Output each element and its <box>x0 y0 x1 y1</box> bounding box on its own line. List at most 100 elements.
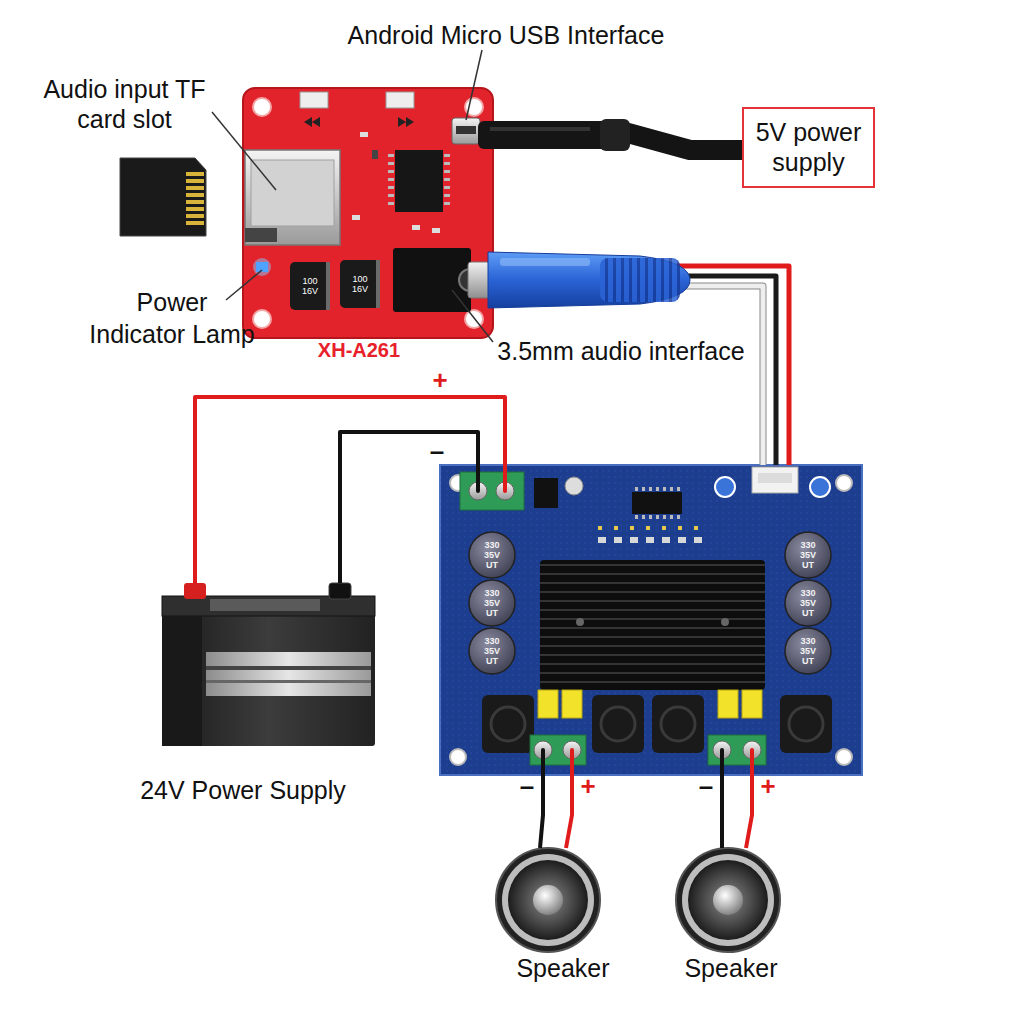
audio-plug-part <box>600 258 680 302</box>
amplifier-board-art-part <box>785 580 831 626</box>
usb-plug <box>478 119 630 151</box>
callout-label: Audio input TF card slot <box>32 74 217 134</box>
amplifier-board-art-part <box>785 532 831 578</box>
wire-connector <box>566 775 572 848</box>
wire-stub-part <box>476 465 480 491</box>
amplifier-board-art-part <box>836 749 852 765</box>
audio-player-board-art-part <box>376 260 380 308</box>
wire-polarity-label: + <box>573 771 603 801</box>
wire <box>746 775 752 848</box>
battery-art-part <box>206 666 371 670</box>
amplifier-board-art-part <box>601 707 635 741</box>
audio-player-board-art-part <box>253 258 271 276</box>
amplifier-board-art-part <box>715 477 735 497</box>
audio-player-board-art-part <box>290 262 330 310</box>
wire-stub-part <box>570 750 574 775</box>
wire <box>720 775 724 848</box>
wire <box>340 432 478 583</box>
signal-connector-part <box>752 467 798 493</box>
amplifier-board-art-part <box>708 735 766 765</box>
audio-player-board-art-part <box>388 154 394 210</box>
amplifier-board-art-part <box>469 580 515 626</box>
amplifier-board-art-part <box>742 690 762 718</box>
capacitor-marking: 100 16V <box>299 276 321 296</box>
callout-label: Android Micro USB Interface <box>330 20 682 50</box>
amplifier-board-art <box>440 465 862 775</box>
cable-wire <box>493 286 763 465</box>
wire <box>195 397 505 583</box>
amplifier-board-art-part <box>565 477 583 495</box>
amplifier-board-art-part <box>440 465 862 775</box>
amplifier-board-art-part <box>718 690 738 718</box>
audio-player-board-art-part <box>412 225 420 230</box>
audio-player-board-art-part <box>398 117 406 127</box>
audio-player-board-art-part <box>395 150 443 212</box>
leader-line-part <box>212 112 276 190</box>
speaker-art-part <box>682 854 774 946</box>
capacitor-marking: 330 35V UT <box>797 540 819 570</box>
leader-line-part <box>226 270 262 300</box>
audio-player-board-art-part <box>243 88 493 338</box>
audio-plug-part <box>468 262 490 298</box>
wire-connector <box>195 397 505 583</box>
leader-line-part <box>466 50 482 120</box>
audio-player-board-art-part <box>386 92 414 108</box>
battery: 24V Power Supply <box>160 583 375 748</box>
audio-player-board-art-part <box>251 160 334 226</box>
wire-polarity-label: – <box>691 771 721 801</box>
wire-connector <box>722 775 723 848</box>
amplifier-board-art-part <box>469 628 515 674</box>
usb-plug-part <box>490 127 590 131</box>
amplifier-board-art-part <box>538 690 558 718</box>
wire-polarity-label: – <box>422 436 452 466</box>
amplifier-board-art-part <box>598 537 705 543</box>
cable-wire-outline <box>493 286 763 465</box>
amplifier-board-art-part <box>530 735 586 765</box>
amplifier-board-art-part <box>785 628 831 674</box>
amplifier-board-art-part <box>836 475 852 491</box>
sd-card <box>120 158 206 236</box>
amplifier-board-art-part <box>635 515 680 519</box>
speaker-art-part <box>508 860 588 940</box>
speaker: Speaker <box>496 848 600 952</box>
battery-art-part <box>329 583 351 599</box>
wire-stub-part <box>750 750 754 775</box>
sd-card-part <box>120 158 206 236</box>
power-supply-label: 5V power supply <box>744 117 873 177</box>
amplifier-board-art-part <box>562 690 582 718</box>
audio-plug-part <box>488 252 690 308</box>
audio-player-board-art-part <box>304 117 312 127</box>
power-supply-box: 5V power supply <box>742 107 875 188</box>
audio-plug-part <box>500 258 590 266</box>
callout-label: Power Indicator Lamp <box>86 286 258 350</box>
audio-player-board-art <box>243 88 493 338</box>
amplifier-board-art-part <box>534 478 558 508</box>
audio-player-board-art-part <box>456 126 476 134</box>
audio-player-board-art-part <box>326 262 330 310</box>
audio-player-board-art-part <box>432 228 440 233</box>
capacitor-marking: 330 35V UT <box>481 540 503 570</box>
capacitor-marking: 330 35V UT <box>481 636 503 666</box>
wire <box>566 775 572 848</box>
amplifier-board-art-part <box>635 487 680 491</box>
amplifier-board-art-part <box>576 618 584 626</box>
speaker-art-part <box>676 848 780 952</box>
amplifier-board: 330 35V UT330 35V UT330 35V UT330 35V UT… <box>440 465 862 775</box>
amplifier-board-art-part <box>460 472 524 510</box>
audio-player-board-art-part <box>352 215 360 220</box>
amplifier-board-art-part <box>780 695 832 753</box>
audio-player-board-art-part <box>245 228 277 242</box>
amplifier-board-art-part <box>661 707 695 741</box>
board-model-label: XH-A261 <box>289 338 429 362</box>
amplifier-board-art-part <box>469 532 515 578</box>
speaker-art-part <box>713 885 743 915</box>
battery-art-part <box>206 652 371 696</box>
amplifier-board-art-part <box>652 695 704 753</box>
wire-polarity-label: + <box>425 365 455 395</box>
sd-card-part <box>186 172 204 228</box>
audio-player-board-art-part <box>372 150 378 159</box>
wire-stub-part <box>541 750 545 775</box>
leader-line <box>212 50 493 342</box>
